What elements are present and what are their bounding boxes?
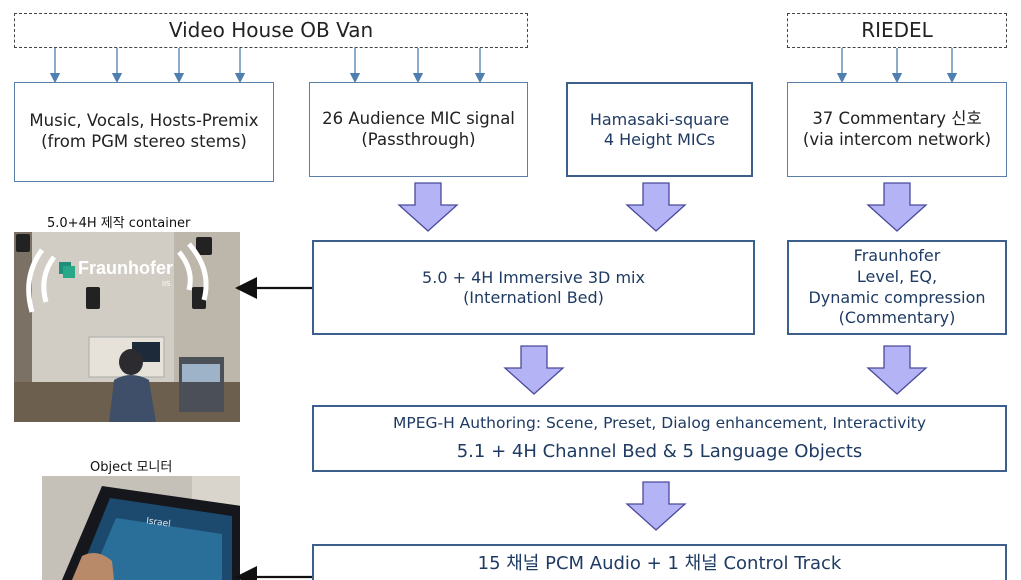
- authoring-line-2: 5.1 + 4H Channel Bed & 5 Language Object…: [456, 440, 863, 462]
- container-photo: Fraunhofer IIS: [14, 232, 240, 422]
- fraunhofer-logo-sub: IIS: [162, 280, 171, 288]
- block-arrow-mix: [503, 345, 565, 395]
- hamasaki-line-2: 4 Height MICs: [603, 129, 716, 149]
- fraunhofer-line-2: Level, EQ,: [856, 266, 938, 286]
- mpeg-h-authoring-box: MPEG-H Authoring: Scene, Preset, Dialog …: [312, 405, 1007, 472]
- object-monitor-photo: Israel: [42, 476, 240, 580]
- block-arrow-authoring: [625, 481, 687, 531]
- mix-line-2: (Internationl Bed): [463, 287, 604, 307]
- block-arrow-commentary: [866, 182, 928, 232]
- video-house-label: Video House OB Van: [168, 18, 374, 42]
- block-arrow-hamasaki: [625, 182, 687, 232]
- audience-line-2: (Passthrough): [361, 129, 476, 149]
- pcm-output-box: 15 채널 PCM Audio + 1 채널 Control Track: [312, 544, 1007, 580]
- riedel-box: RIEDEL: [787, 13, 1007, 48]
- fraunhofer-line-3: Dynamic compression: [808, 287, 986, 307]
- audience-line-1: 26 Audience MIC signal: [322, 108, 515, 128]
- mix-line-1: 5.0 + 4H Immersive 3D mix: [422, 267, 645, 287]
- fraunhofer-process-box: Fraunhofer Level, EQ, Dynamic compressio…: [787, 240, 1007, 335]
- monitor-photo-drawing: [42, 476, 240, 580]
- commentary-line-2: (via intercom network): [802, 129, 992, 149]
- thin-arrows-video-house: [49, 48, 486, 84]
- music-vocals-box: Music, Vocals, Hosts-Premix (from PGM st…: [14, 82, 274, 182]
- thin-arrows-riedel: [836, 48, 958, 84]
- container-photo-drawing: [14, 232, 240, 422]
- output-line-1: 15 채널 PCM Audio + 1 채널 Control Track: [477, 553, 842, 574]
- fraunhofer-line-4: (Commentary): [838, 308, 956, 328]
- block-arrow-fraunhofer: [866, 345, 928, 395]
- authoring-line-1: MPEG-H Authoring: Scene, Preset, Dialog …: [392, 413, 927, 432]
- video-house-ob-van-box: Video House OB Van: [14, 13, 528, 48]
- music-line-1: Music, Vocals, Hosts-Premix: [29, 111, 259, 131]
- container-caption: 5.0+4H 제작 container: [47, 216, 191, 231]
- block-arrows: [397, 182, 928, 531]
- music-line-2: (from PGM stereo stems): [41, 132, 247, 151]
- audience-mic-box: 26 Audience MIC signal (Passthrough): [309, 82, 528, 177]
- block-arrow-audience: [397, 182, 459, 232]
- immersive-mix-box: 5.0 + 4H Immersive 3D mix (Internationl …: [312, 240, 755, 335]
- fraunhofer-logo: Fraunhofer: [78, 258, 174, 278]
- commentary-line-1: 37 Commentary 신호: [812, 108, 982, 128]
- monitor-caption: Object 모니터: [90, 460, 173, 475]
- riedel-label: RIEDEL: [861, 18, 933, 42]
- hamasaki-line-1: Hamasaki-square: [589, 109, 730, 129]
- fraunhofer-line-1: Fraunhofer: [853, 245, 941, 265]
- hamasaki-box: Hamasaki-square 4 Height MICs: [566, 82, 753, 177]
